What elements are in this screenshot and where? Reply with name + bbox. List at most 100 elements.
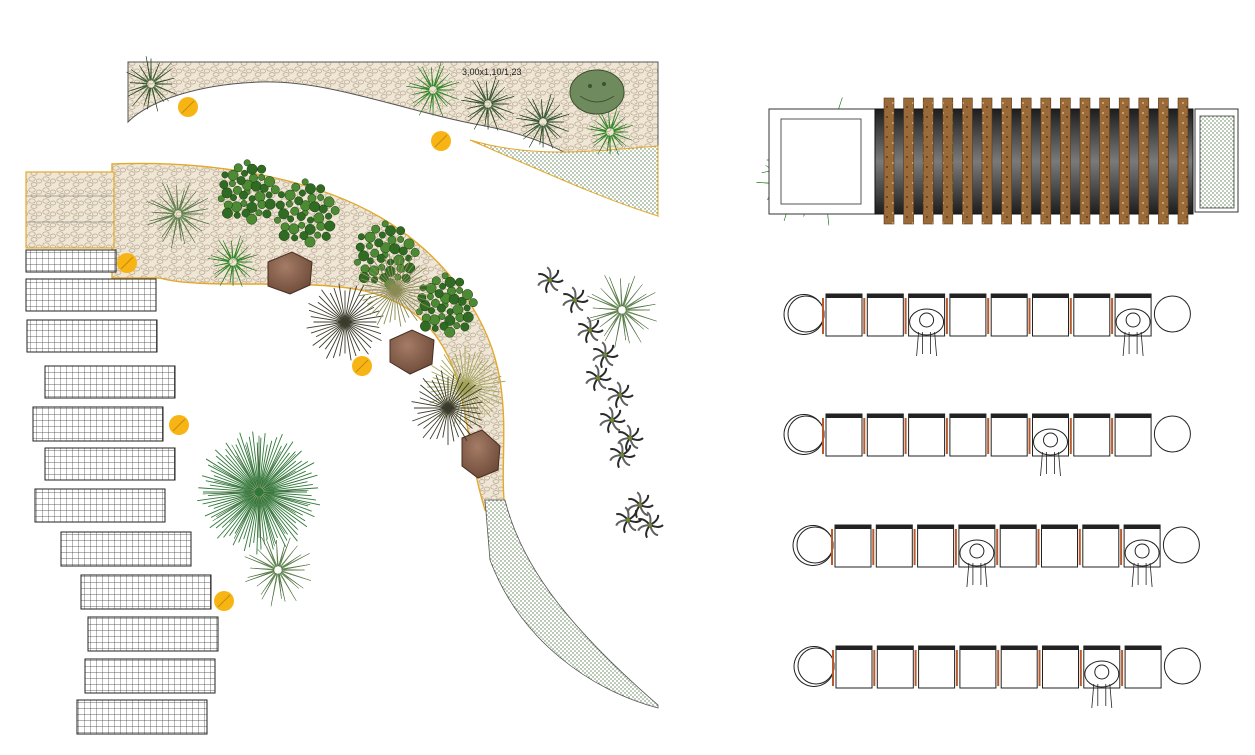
pergola-slats [883,97,1189,225]
bench-seat [917,524,955,568]
bench-seat [834,524,872,568]
bench-seat [1073,413,1111,457]
garden-lamp-icon [178,97,198,117]
dark-leaf-plant-icon [627,491,654,519]
pergola-slat [1118,97,1130,225]
bench-back [1041,525,1078,529]
bench-back [908,414,945,418]
bench-seat [908,413,946,457]
agave-plant-icon [202,435,312,547]
bench-seat [866,413,904,457]
boulders [267,251,501,479]
round-table-end [796,526,834,564]
bench-seat [825,413,863,457]
bench-back [1000,525,1037,529]
palm-icon [306,283,384,361]
pergola-slat [903,97,914,225]
pergola-slat [962,97,973,225]
bench-seat [1000,645,1038,689]
dark-leaf-plant-icon [537,266,564,294]
pergola-slat [1099,97,1110,225]
paver [25,249,117,273]
shrub-icon [354,220,420,290]
dark-leaf-plant-icon [637,511,664,539]
bench-back [1032,294,1069,298]
bench-rows [783,293,1201,709]
seated-person-icon [909,308,945,357]
grass-clump-icon [207,235,258,287]
pergola-slat [1079,97,1091,225]
bench-seat [1042,645,1079,689]
pergola-slat [1158,97,1169,225]
agave-plant-icon [126,56,177,112]
bench-back [949,414,986,418]
bench-back [991,294,1028,298]
bench-row [792,524,1200,588]
seated-person-icon [959,539,995,588]
garden-lamp-icon [117,253,137,273]
garden-lamp-icon [431,131,451,151]
pergola-slat [1177,97,1189,225]
paver [80,574,212,610]
grass-clump-icon [586,107,633,155]
bench-back [908,294,945,298]
pergola-slat [1001,97,1012,225]
round-table-end [1162,526,1200,564]
entry-slab [25,171,115,249]
stepping-stones [25,249,219,735]
pergola-slat [1060,97,1071,225]
bench-back [836,646,872,650]
shrub-icon [217,159,280,225]
bench-back [991,414,1028,418]
bench-back [826,294,862,298]
garden-lamp-icon [169,415,189,435]
paver [44,447,176,481]
bench-back [958,525,995,529]
bench-back [1115,414,1152,418]
bench-seat [990,293,1028,337]
paver [60,531,192,567]
dark-leaf-plant-icon [617,424,644,452]
upper-ground-cover [469,139,659,217]
dark-leaf-plant-icon [607,381,634,409]
paver [44,365,176,399]
bench-back [917,525,954,529]
pergola-slat [981,97,993,225]
seated-person-icon [1084,660,1120,709]
palm-icon [411,370,483,445]
pergola-slat [942,97,954,225]
palm-icon [358,253,432,327]
bench-seat [835,645,873,689]
dark-leaf-plant-icon [609,441,636,469]
bench-seat [1041,524,1078,568]
bench-seat [1114,413,1152,457]
paver [34,488,166,523]
agave-plant-icon [515,93,570,149]
shrub-icon [415,272,478,338]
bench-seat [825,293,863,337]
bench-back [826,414,862,418]
bench-seat [1082,524,1120,568]
paver [32,406,164,442]
pergola-slat [1040,97,1052,225]
round-table-end [787,415,825,453]
bench-back [949,294,986,298]
bench-back [1083,646,1120,650]
bench-seat [1124,645,1162,689]
bench-back [877,646,914,650]
bench-seat [866,293,904,337]
bench-seat [876,645,914,689]
bench-back [1042,646,1079,650]
paver [87,616,219,652]
main-ground-cover [484,499,659,709]
seated-person-icon [1033,428,1068,477]
bench-back [835,525,871,529]
bench-seat [875,524,913,568]
upper-gravel-path [127,61,659,218]
bench-seat [990,413,1028,457]
bench-seat [1073,293,1111,337]
pergola-slat [1020,97,1032,225]
seated-person-icon [1124,539,1160,588]
bench-back [1073,294,1110,298]
